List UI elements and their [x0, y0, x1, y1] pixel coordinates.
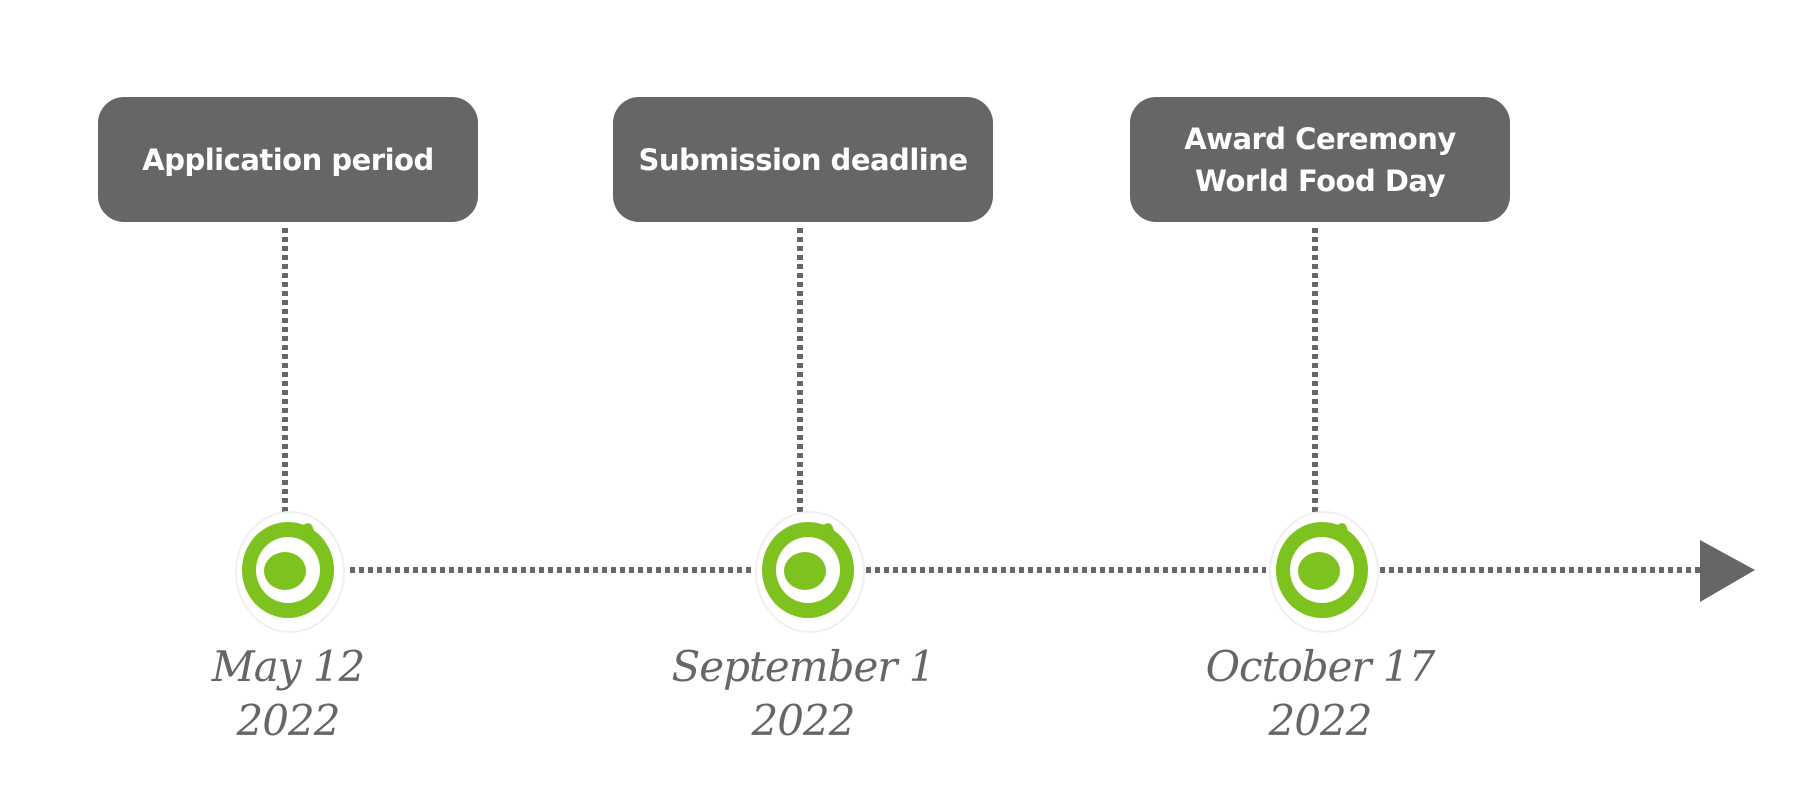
event-date: October 17 2022 — [1130, 640, 1510, 748]
event-date-line2: 2022 — [236, 696, 341, 745]
event-date-line1: October 17 — [1205, 642, 1436, 691]
event-date-line1: May 12 — [211, 642, 366, 691]
event-date-line2: 2022 — [1268, 696, 1373, 745]
event-label-box: Application period — [98, 97, 478, 222]
event-date-line1: September 1 — [671, 642, 936, 691]
green-ring-marker-icon — [755, 511, 865, 633]
green-ring-marker-icon — [1269, 511, 1379, 633]
event-label-box: Award Ceremony World Food Day — [1130, 97, 1510, 222]
event-label-line2: World Food Day — [1195, 163, 1445, 198]
arrow-head-icon — [1700, 540, 1755, 602]
event-label-box: Submission deadline — [613, 97, 993, 222]
green-ring-marker-icon — [235, 511, 345, 633]
event-label-line1: Award Ceremony — [1184, 121, 1456, 156]
event-date-line2: 2022 — [751, 696, 856, 745]
event-label-line1: Submission deadline — [638, 142, 968, 177]
event-date: May 12 2022 — [98, 640, 478, 748]
event-date: September 1 2022 — [613, 640, 993, 748]
event-label-line1: Application period — [142, 142, 434, 177]
